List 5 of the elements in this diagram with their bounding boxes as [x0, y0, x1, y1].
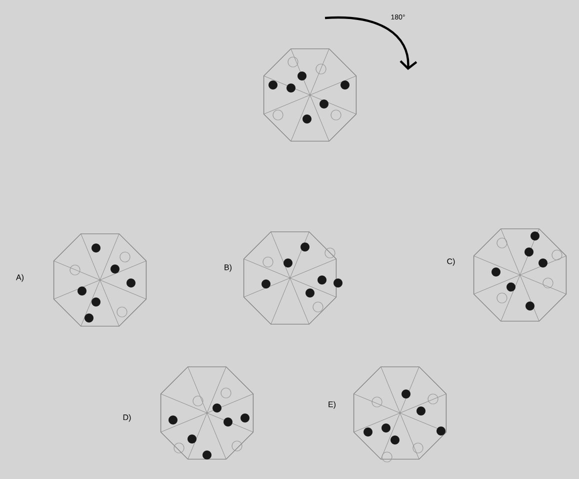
- option-label: E): [328, 401, 336, 409]
- option-label: D): [123, 414, 131, 422]
- option-label: C): [447, 258, 455, 266]
- option-label: B): [224, 264, 232, 272]
- option-label: A): [16, 274, 24, 282]
